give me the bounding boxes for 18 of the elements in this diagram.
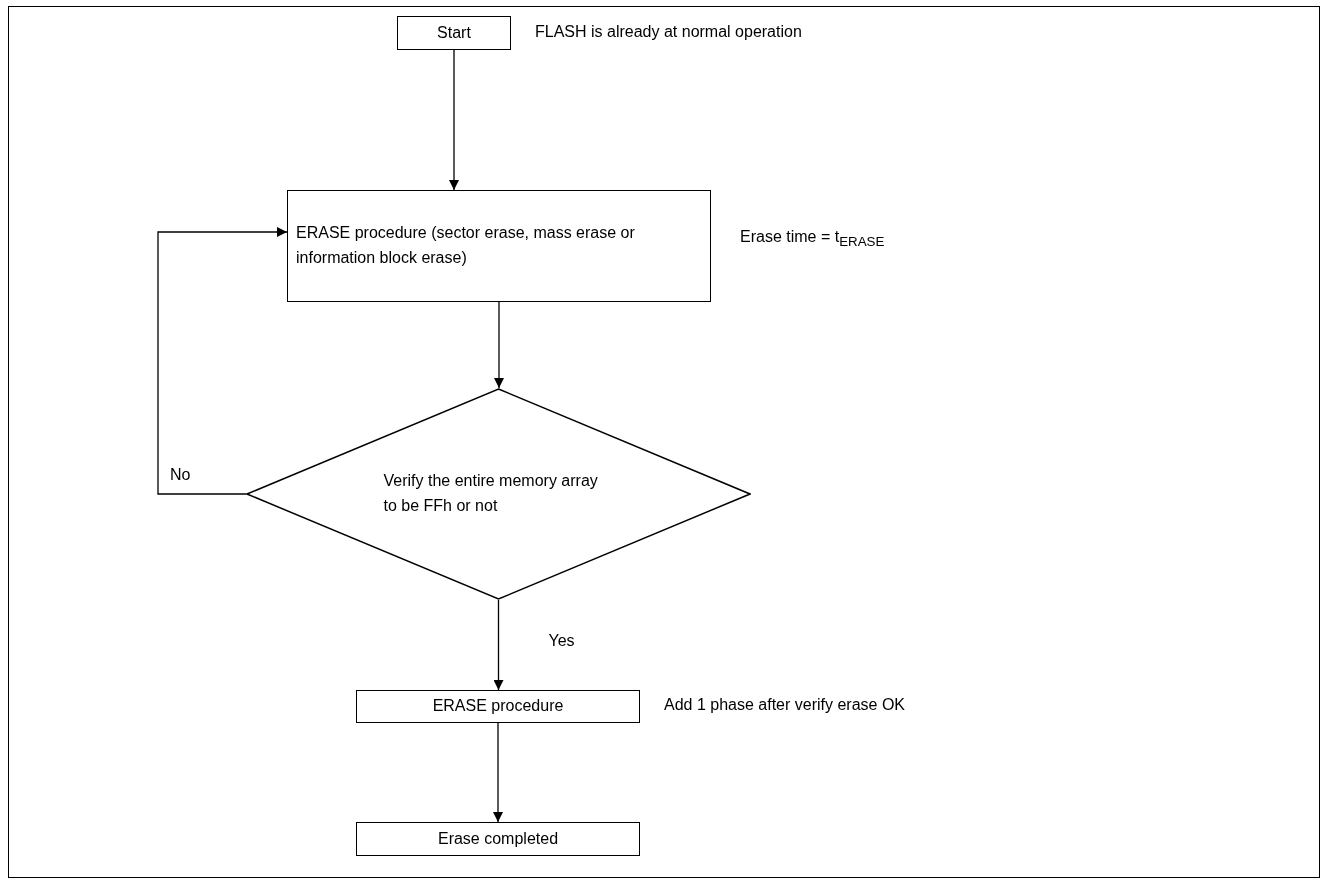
process-box (397, 16, 511, 50)
node-label: Verify the entire memory array to be FFh or not (383, 471, 599, 516)
note-text: FLASH is already at normal operation (535, 23, 802, 41)
arrow (493, 722, 503, 823)
node-label: ERASE procedure (sector erase, mass erase or information block erase) (296, 223, 636, 268)
process-box (356, 822, 640, 856)
arrow (449, 49, 459, 191)
arrow (493, 599, 504, 691)
process-box (287, 190, 711, 302)
arrow (157, 227, 288, 495)
node-label: Start (437, 22, 471, 43)
decision-diamond (246, 388, 751, 600)
arrow (494, 301, 504, 389)
process-box (356, 690, 640, 723)
note-text: Erase time = t$_{ERASE}$ (740, 228, 885, 250)
node-label: Erase completed (437, 828, 559, 849)
note-text: Add 1 phase after verify erase OK (664, 696, 905, 714)
node-label: ERASE procedure (432, 696, 564, 717)
